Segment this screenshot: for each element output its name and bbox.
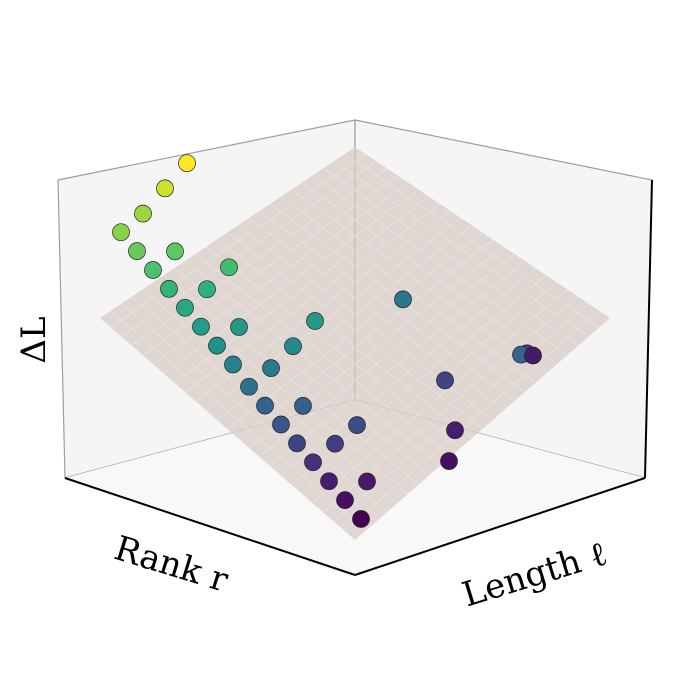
data-point <box>262 359 280 377</box>
data-point <box>320 472 338 491</box>
data-point <box>524 346 542 365</box>
data-point <box>304 453 322 472</box>
z-axis-line <box>644 179 653 479</box>
data-point <box>240 377 258 396</box>
data-point <box>436 371 454 390</box>
data-point <box>208 336 226 355</box>
data-point <box>336 491 354 509</box>
scatter-points <box>112 154 542 528</box>
data-point <box>352 510 370 528</box>
x-axis-label: Rank r <box>110 528 234 600</box>
y-axis-line <box>354 477 646 576</box>
data-point <box>230 318 248 336</box>
data-point <box>446 421 464 440</box>
data-point <box>294 397 312 415</box>
data-point <box>326 434 344 453</box>
data-point <box>394 290 412 309</box>
data-point <box>220 258 238 277</box>
data-point <box>176 298 194 317</box>
data-point <box>288 434 306 453</box>
data-point <box>198 280 216 299</box>
data-point <box>224 355 242 374</box>
data-point <box>256 396 274 415</box>
y-axis-label: Length ℓ <box>458 534 612 616</box>
data-point <box>144 261 162 279</box>
data-point <box>440 452 458 470</box>
data-point <box>160 280 178 298</box>
data-point <box>112 223 130 242</box>
data-point <box>178 154 196 173</box>
data-point <box>156 179 174 198</box>
data-point <box>272 415 290 434</box>
data-point <box>284 337 302 356</box>
data-point <box>134 204 152 223</box>
data-point <box>306 312 324 330</box>
x-axis-line <box>64 477 356 576</box>
data-point <box>358 472 376 491</box>
z-axis-label: ΔL <box>14 316 54 363</box>
data-point <box>192 317 210 336</box>
data-point <box>166 242 184 261</box>
data-point <box>128 242 146 260</box>
data-point <box>348 416 366 434</box>
